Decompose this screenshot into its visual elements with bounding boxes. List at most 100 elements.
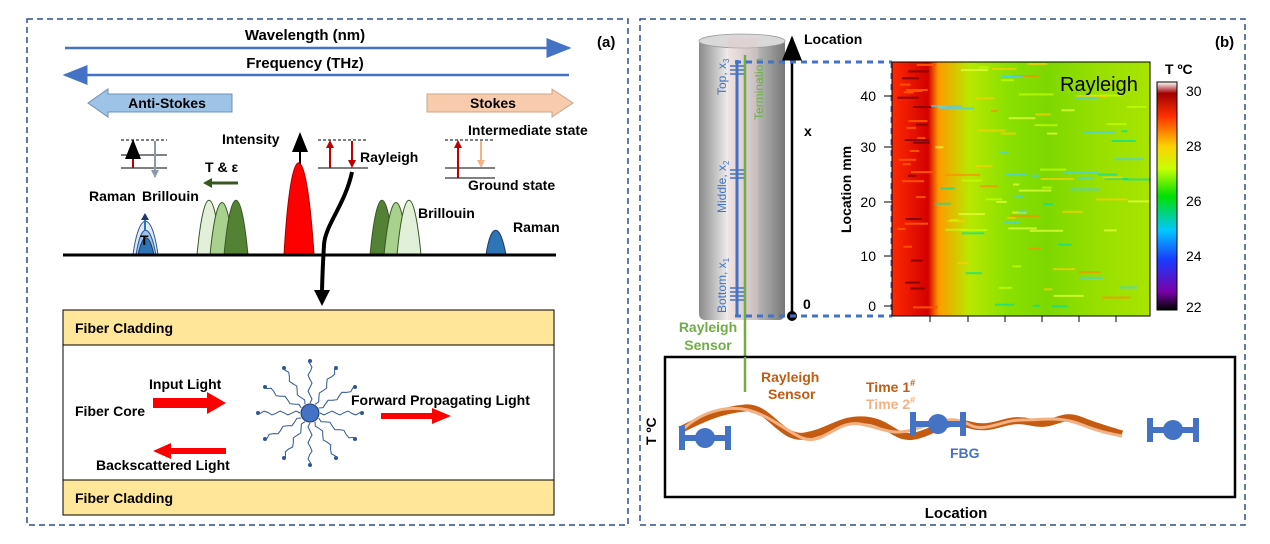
scatter-ray (284, 369, 306, 405)
heatmap-streak (1097, 173, 1118, 176)
scatter-ray (314, 421, 336, 457)
panel-a-frame (26, 18, 629, 526)
forward-light-label: Forward Propagating Light (351, 392, 530, 408)
frequency-label: Frequency (THz) (246, 55, 364, 72)
temperature-chart-ylabel: T ºC (643, 417, 659, 445)
colorbar-tick-28: 28 (1186, 138, 1202, 154)
heatmap-streak (965, 272, 982, 275)
scatter-ray-tip (360, 411, 364, 415)
heatmap-streak (1034, 124, 1058, 127)
brillouin-right-label: Brillouin (418, 205, 475, 221)
time1-label: Time 1# (866, 378, 915, 395)
scatter-ray-tip (282, 456, 286, 460)
stokes-label: Stokes (470, 95, 516, 111)
heatmap-hot-streak (912, 105, 932, 108)
brillouin-left-label: Brillouin (142, 188, 199, 204)
heatmap-streak (1008, 117, 1036, 120)
heatmap (891, 61, 1151, 317)
scatter-ray-tip (308, 359, 312, 363)
heatmap-streak (1061, 109, 1075, 112)
scatter-ray-tip (334, 366, 338, 370)
heatmap-streak (974, 97, 995, 100)
heatmap-streak (935, 146, 944, 149)
heatmap-streak (1074, 96, 1099, 99)
scatter-ray (284, 421, 306, 457)
intermediate-state-label: Intermediate state (468, 122, 588, 138)
heatmap-streak (1001, 79, 1014, 82)
heatmap-streak (1106, 82, 1115, 85)
heatmap-streak (1031, 174, 1040, 177)
heatmap-streak (979, 66, 989, 69)
heatmap-hot-streak (910, 259, 923, 262)
fiber-cladding-top (62, 309, 555, 346)
heatmap-hot-streak (897, 96, 919, 99)
heatmap-hot-streak (898, 158, 917, 161)
heatmap-streak (1121, 130, 1128, 133)
top-label: Top, x3 (715, 58, 731, 95)
heatmap-ytick-30: 30 (860, 139, 876, 155)
panel-a-label: (a) (597, 34, 615, 51)
heatmap-hot-streak (904, 139, 929, 141)
heatmap-hot-streak (899, 83, 911, 86)
brillouin-left-peak-3 (223, 200, 249, 256)
heatmap-streak (1043, 288, 1053, 291)
heatmap-streak (1012, 265, 1021, 268)
heatmap-hot-streak (910, 287, 925, 290)
heatmap-ytick-40: 40 (860, 88, 876, 104)
rayleigh-to-fiber-arrowhead (314, 290, 330, 306)
heatmap-streak (1111, 140, 1136, 142)
heatmap-streak (1047, 132, 1058, 135)
heatmap-streak (947, 220, 966, 223)
heatmap-streak (945, 228, 967, 231)
heatmap-streak (1119, 286, 1138, 289)
heatmap-streak (957, 262, 969, 265)
scatter-ray (307, 422, 313, 464)
heatmap-hot-streak (902, 180, 925, 183)
heatmap-ytick-20: 20 (860, 194, 876, 210)
heatmap-streak (1051, 305, 1068, 308)
heatmap-hot-streak (915, 196, 926, 199)
heatmap-yticks: 40 30 20 10 0 (860, 88, 1117, 322)
bottom-label: Bottom, x1 (715, 257, 731, 313)
forward-light-arrow (381, 408, 451, 424)
heatmap-streak (1053, 294, 1084, 297)
heatmap-streak (1070, 188, 1101, 191)
heatmap-hot-streak (909, 150, 920, 152)
raman-right-label: Raman (513, 219, 560, 235)
scatter-ray-tip (353, 437, 357, 441)
heatmap-streak (1096, 198, 1128, 201)
anti-stokes-label: Anti-Stokes (128, 95, 206, 111)
scatter-ray-tip (308, 463, 312, 467)
ground-state-label: Ground state (468, 177, 555, 193)
heatmap-hot-streak (917, 137, 926, 140)
heatmap-hot-streak (905, 218, 922, 220)
scatter-ray (266, 417, 302, 439)
heatmap-streak (1000, 75, 1017, 78)
heatmap-streak (958, 213, 986, 216)
heatmap-streak (992, 67, 1017, 70)
colorbar-tick-24: 24 (1186, 248, 1202, 264)
colorbar-tick-30: 30 (1186, 83, 1202, 99)
heatmap-streak (1062, 210, 1083, 213)
heatmap-streak (1006, 216, 1016, 219)
fbg-marks (730, 65, 746, 301)
fiber-cladding-bottom-label: Fiber Cladding (75, 490, 173, 506)
colorbar-tick-22: 22 (1186, 299, 1202, 315)
t-eps-arrowhead (203, 178, 212, 188)
heatmap-streak (1080, 276, 1104, 279)
heatmap-streak (1018, 189, 1052, 192)
heatmap-ylabel: Location mm (838, 146, 854, 233)
heatmap-ytick-0: 0 (868, 298, 876, 314)
heatmap-streak (1029, 229, 1063, 232)
heatmap-streak (1004, 221, 1020, 224)
heatmap-hot-streak (908, 174, 917, 177)
heatmap-streak (990, 110, 998, 112)
fbg-symbol-3 (1147, 418, 1199, 442)
rayleigh-to-fiber-arrow (320, 171, 354, 297)
heatmap-streak (977, 129, 1006, 132)
rayleigh-levels (318, 139, 368, 169)
heatmap-streak (1028, 247, 1042, 250)
heatmap-streak (960, 69, 989, 72)
heatmap-streak (995, 303, 1015, 306)
heatmap-streak (961, 179, 982, 182)
